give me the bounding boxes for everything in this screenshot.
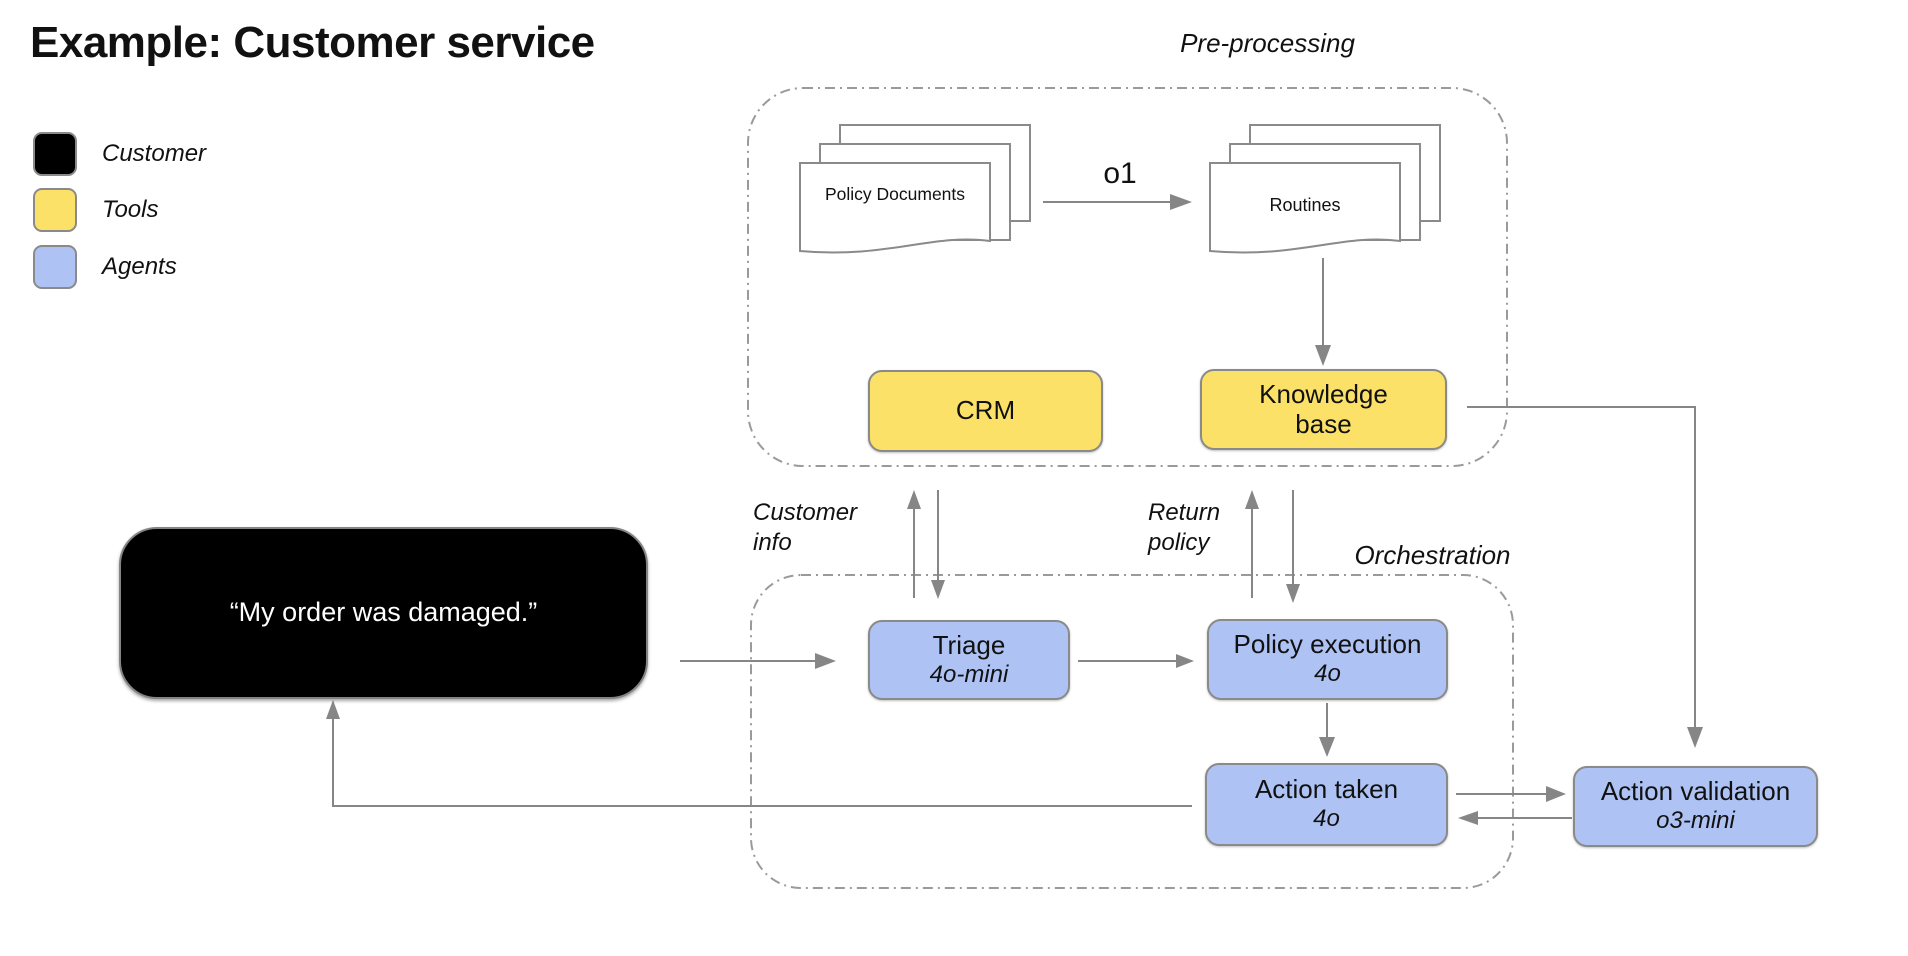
arrowheads [326, 194, 1703, 825]
legend-swatch-tools [33, 188, 77, 232]
node-policy-execution: Policy execution 4o [1207, 619, 1448, 700]
customer-message-text: “My order was damaged.” [229, 597, 538, 628]
arrowhead-down [1687, 727, 1703, 748]
policy-execution-label: Policy execution [1233, 629, 1422, 660]
preprocessing-group-border [747, 87, 1508, 467]
action-taken-label: Action taken [1254, 774, 1399, 805]
arrowhead-down [931, 580, 945, 599]
policy-execution-model: 4o [1314, 660, 1341, 688]
edge-label-customer-info: Customer info [753, 499, 858, 556]
legend-swatch-agents [33, 245, 77, 289]
arrowhead-down [1319, 737, 1335, 757]
legend-label-agents: Agents [102, 253, 177, 280]
document-wavy-sheet-icon [1209, 162, 1401, 254]
node-customer-message: “My order was damaged.” [119, 527, 648, 699]
action-validation-label: Action validation [1600, 776, 1791, 807]
routines-stack-icon [1209, 124, 1441, 254]
legend-label-customer: Customer [102, 140, 207, 167]
crm-label: CRM [955, 395, 1016, 426]
edge-knowledgebase-to-actionvalidation [1467, 406, 1696, 728]
arrowhead-up [907, 490, 921, 509]
arrowhead-up [1245, 490, 1259, 509]
arrowhead-right [815, 653, 836, 669]
legend-swatch-customer [33, 132, 77, 176]
policy-documents-stack-icon [799, 124, 1031, 254]
arrowhead-left [1458, 811, 1478, 825]
arrowhead-down [1286, 584, 1300, 603]
document-wavy-sheet-icon [799, 162, 991, 254]
arrowhead-right [1170, 194, 1192, 210]
arrowhead-up [326, 700, 340, 719]
triage-model: 4o-mini [929, 660, 1009, 688]
node-action-taken: Action taken 4o [1205, 763, 1448, 846]
edge-actiontaken-to-customer-feedback [332, 719, 1192, 807]
orchestration-group-border [750, 574, 1514, 889]
preprocessing-group-label: Pre-processing [1180, 28, 1355, 58]
edge-label-return-policy: Return policy [1148, 499, 1221, 556]
node-knowledge-base: Knowledge base [1200, 369, 1447, 450]
policy-documents-label: Policy Documents [824, 184, 966, 204]
arrowhead-right [1176, 654, 1194, 668]
legend-label-tools: Tools [102, 196, 159, 223]
action-taken-model: 4o [1313, 805, 1340, 833]
page-title: Example: Customer service [30, 18, 595, 67]
node-crm: CRM [868, 370, 1103, 452]
orchestration-group-label: Orchestration [1354, 540, 1511, 570]
action-validation-model: o3-mini [1656, 807, 1735, 835]
arrowhead-down [1315, 345, 1331, 366]
node-action-validation: Action validation o3-mini [1573, 766, 1818, 847]
arrowhead-right [1546, 786, 1566, 802]
edge-label-o1: o1 [1103, 157, 1137, 190]
knowledge-base-label: Knowledge base [1259, 378, 1388, 439]
edges [332, 201, 1696, 819]
node-triage: Triage 4o-mini [868, 620, 1070, 700]
routines-label: Routines [1269, 195, 1341, 215]
triage-label: Triage [932, 629, 1006, 660]
